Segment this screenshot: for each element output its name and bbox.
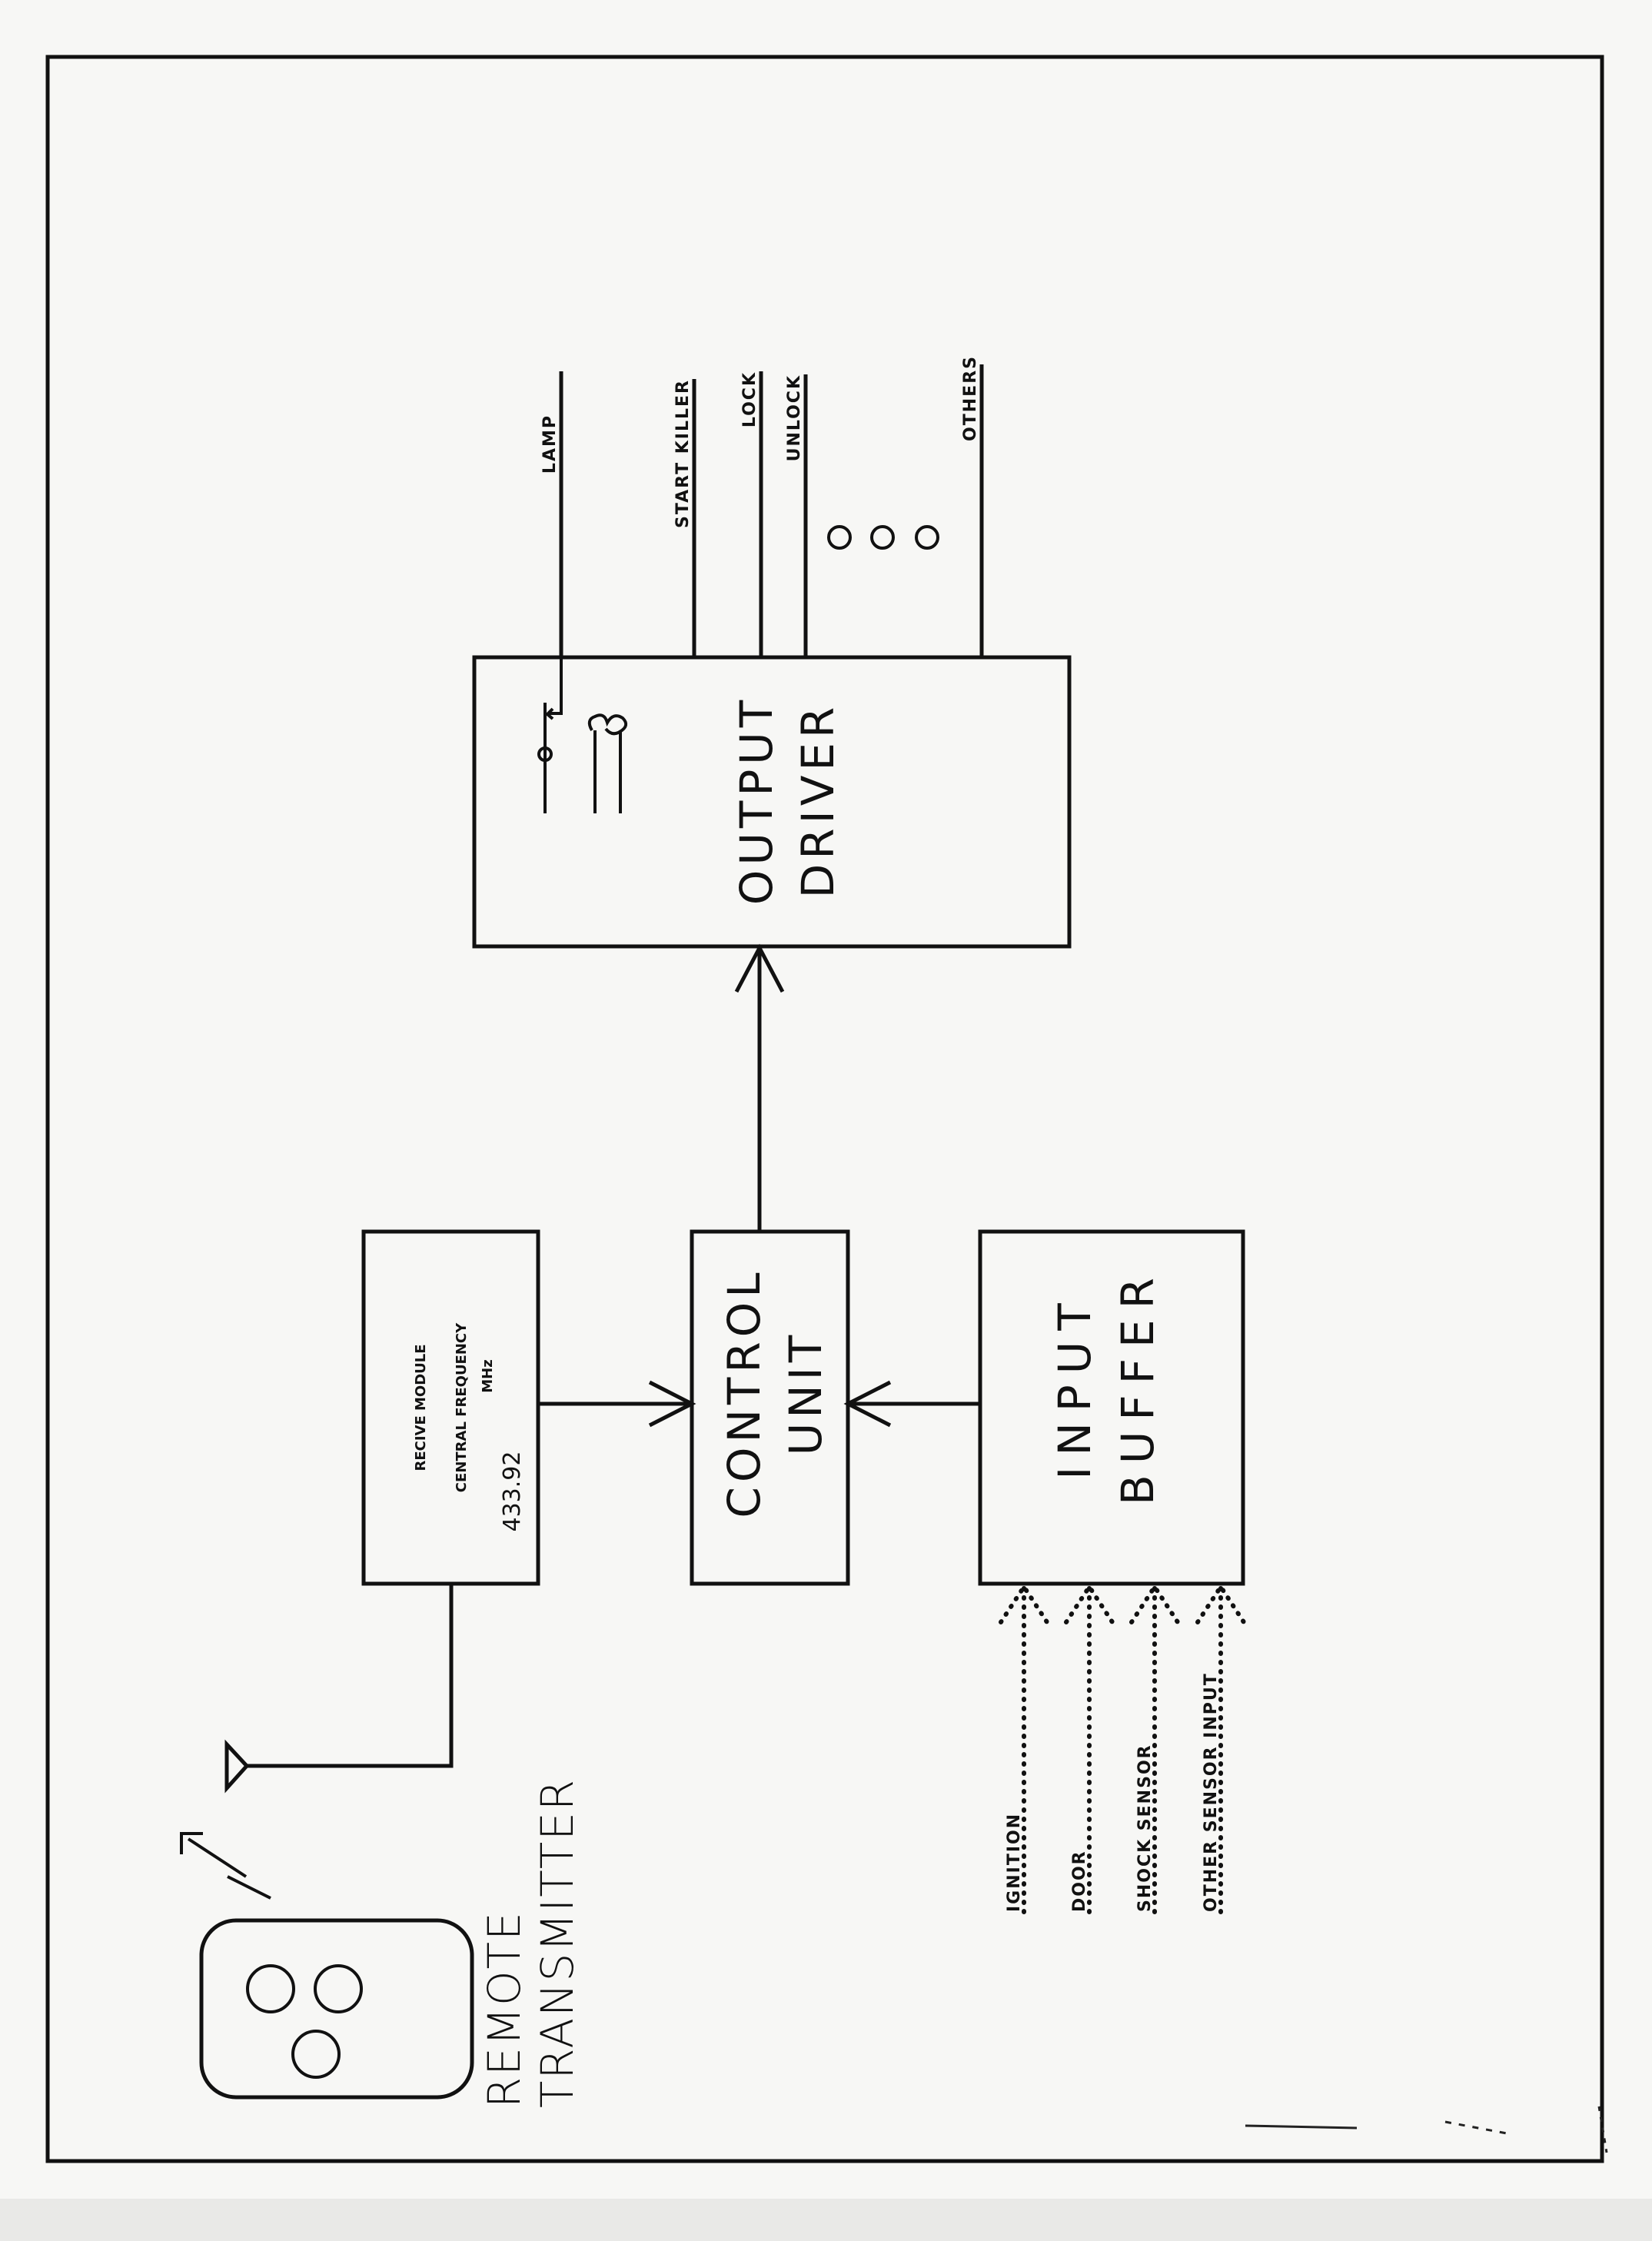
signal-bolt-icon <box>180 1832 271 1900</box>
remote-label-line2: TRANSMITTER <box>531 1778 583 2108</box>
arrow-control-to-output <box>734 943 785 1232</box>
remote-button-icon <box>314 1964 363 2013</box>
page-border <box>45 55 1604 2163</box>
input-label-other-sensor: OTHER SENSOR INPUT <box>1202 1672 1221 1912</box>
arrow-buffer-to-control <box>843 1380 980 1428</box>
scan-artifacts <box>1245 2106 1608 2153</box>
input-label-ignition: IGNITION <box>1005 1813 1024 1912</box>
receive-module-frequency: 433.92 <box>499 1451 526 1532</box>
output-label-start-killer: START KILLER <box>673 379 693 528</box>
output-label-others: OTHERS <box>961 355 980 441</box>
arrow-receive-to-control <box>538 1380 696 1428</box>
remote-transmitter: REMOTE TRANSMITTER <box>180 1778 583 2108</box>
receive-module-subtitle: CENTRAL FREQUENCY <box>454 1322 470 1492</box>
relay-coil-icon <box>587 713 628 813</box>
input-label-door: DOOR <box>1070 1850 1089 1912</box>
remote-body-icon <box>199 1918 474 2100</box>
output-driver-block: OUTPUT DRIVER <box>472 655 1072 949</box>
control-unit-block: CONTROL UNIT <box>690 1229 850 1586</box>
input-lines: IGNITION DOOR SHOCK SENSOR OTHER SENSOR … <box>999 1582 1246 1914</box>
receive-module-block: RECIVE MODULE CENTRAL FREQUENCY MHz 433.… <box>361 1229 540 1586</box>
output-driver-line1: OUTPUT <box>730 696 783 905</box>
input-buffer-line1: INPUT <box>1049 1292 1101 1479</box>
receive-module-unit: MHz <box>480 1359 496 1392</box>
antenna-icon <box>224 1584 454 1794</box>
switch-icon <box>537 657 563 813</box>
output-label-lock: LOCK <box>740 371 760 427</box>
remote-button-icon <box>246 1964 295 2013</box>
output-lines: LAMP START KILLER LOCK UNLOCK OTHERS <box>540 355 984 657</box>
control-unit-line1: CONTROL <box>718 1268 770 1518</box>
input-other-sensor: OTHER SENSOR INPUT <box>1195 1582 1246 1914</box>
receive-module-title: RECIVE MODULE <box>413 1344 429 1471</box>
ellipsis-circles-icon <box>827 525 939 550</box>
remote-label-line1: REMOTE <box>478 1910 530 2108</box>
input-buffer-block: INPUT BUFFER <box>978 1229 1245 1586</box>
remote-button-icon <box>291 2030 341 2079</box>
input-shock-sensor: SHOCK SENSOR <box>1129 1582 1180 1914</box>
output-label-unlock: UNLOCK <box>785 374 804 461</box>
input-ignition: IGNITION <box>999 1582 1049 1914</box>
control-unit-line2: UNIT <box>779 1331 832 1455</box>
scan-bottom-strip <box>0 2199 1652 2241</box>
output-driver-line2: DRIVER <box>792 703 844 899</box>
input-door: DOOR <box>1064 1582 1115 1914</box>
output-label-lamp: LAMP <box>540 414 560 474</box>
input-buffer-line2: BUFFER <box>1112 1267 1164 1505</box>
input-label-shock-sensor: SHOCK SENSOR <box>1135 1744 1155 1912</box>
